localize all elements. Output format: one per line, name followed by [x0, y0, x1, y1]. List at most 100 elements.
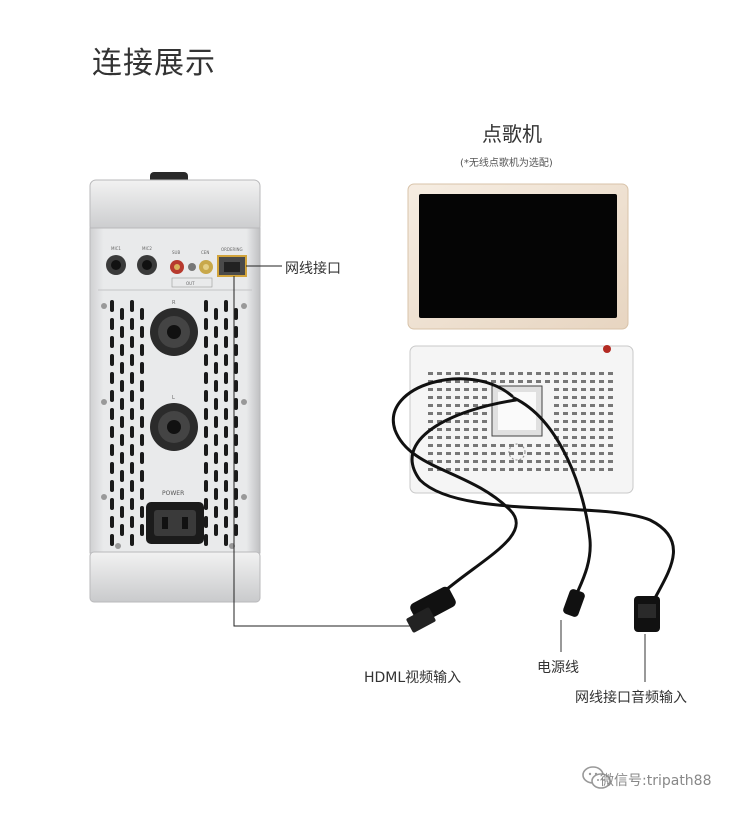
tablet-vent-slot	[464, 420, 469, 423]
vent-slot	[224, 480, 228, 492]
tablet-vent-slot	[608, 428, 613, 431]
vent-slot	[120, 380, 124, 392]
tablet-vent-slot	[590, 412, 595, 415]
vent-slot	[234, 506, 238, 518]
tablet-vent-slot	[581, 412, 586, 415]
tablet-vent-slot	[527, 380, 532, 383]
vent-slot	[140, 362, 144, 374]
tablet-vent-slot	[482, 468, 487, 471]
network-port-label: 网线接口	[285, 261, 341, 277]
tablet-vent-slot	[455, 460, 460, 463]
vent-slot	[204, 336, 208, 348]
vent-slot	[140, 344, 144, 356]
cen-rca-jack	[199, 260, 213, 274]
tablet-vent-slot	[599, 428, 604, 431]
tablet-vent-slot	[608, 436, 613, 439]
tablet-vent-slot	[545, 372, 550, 375]
tablet-vent-slot	[473, 452, 478, 455]
tablet-vent-slot	[473, 460, 478, 463]
tablet-vent-slot	[572, 372, 577, 375]
tablet-vent-slot	[464, 452, 469, 455]
vent-slot	[120, 416, 124, 428]
amplifier-rear-panel: MIC1 MIC2 SUB CEN OUT ORDERING R L POWER	[89, 172, 261, 603]
tablet-vent-slot	[446, 388, 451, 391]
vent-slot	[234, 416, 238, 428]
sub-rca-jack	[170, 260, 184, 274]
tablet-vent-slot	[464, 412, 469, 415]
vent-slot	[224, 462, 228, 474]
vent-slot	[110, 372, 114, 384]
tablet-vent-slot	[608, 444, 613, 447]
vent-slot	[120, 326, 124, 338]
tablet-vent-slot	[554, 444, 559, 447]
tablet-vent-slot	[464, 396, 469, 399]
tablet-vent-slot	[482, 444, 487, 447]
tablet-vent-slot	[428, 372, 433, 375]
tablet-vent-slot	[500, 444, 505, 447]
cables	[391, 377, 675, 600]
speaker-r-label: R	[172, 300, 176, 306]
tablet-vent-slot	[455, 380, 460, 383]
vent-slot	[214, 506, 218, 518]
tablet-vent-slot	[446, 436, 451, 439]
tablet-vent-slot	[608, 460, 613, 463]
vent-slot	[224, 318, 228, 330]
tablet-vent-slot	[572, 380, 577, 383]
tablet-vent-slot	[500, 460, 505, 463]
tablet-vent-slot	[590, 380, 595, 383]
tablet-vent-slot	[608, 412, 613, 415]
tablet-vent-slot	[464, 436, 469, 439]
vent-slot	[224, 408, 228, 420]
tablet-vent-slot	[563, 436, 568, 439]
cen-label: CEN	[201, 250, 209, 255]
vent-slot	[214, 398, 218, 410]
vent-slot	[130, 354, 134, 366]
tablet-vent-slot	[473, 444, 478, 447]
vent-slot	[120, 308, 124, 320]
tablet-vent-slot	[464, 428, 469, 431]
tablet-vent-slot	[428, 436, 433, 439]
tablet-vent-slot	[608, 396, 613, 399]
tablet-vent-slot	[527, 372, 532, 375]
tablet-vent-slot	[545, 452, 550, 455]
vent-slot	[204, 534, 208, 546]
vent-slot	[110, 336, 114, 348]
tablet-screen	[419, 194, 617, 318]
tablet-vent-slot	[599, 444, 604, 447]
speaker-l-label: L	[172, 395, 175, 401]
song-tablet-back	[409, 345, 634, 494]
vent-slot	[140, 470, 144, 482]
vent-slot	[234, 452, 238, 464]
tablet-vent-slot	[572, 412, 577, 415]
vent-slot	[234, 326, 238, 338]
tablet-vent-slot	[608, 404, 613, 407]
tablet-vent-slot	[599, 396, 604, 399]
tablet-vent-slot	[599, 404, 604, 407]
vent-slot	[224, 444, 228, 456]
vent-slot	[110, 498, 114, 510]
power-socket	[146, 502, 204, 544]
tablet-vent-slot	[446, 444, 451, 447]
song-tablet-front	[407, 183, 629, 330]
vent-slot	[110, 408, 114, 420]
vent-slot	[224, 498, 228, 510]
vent-slot	[110, 318, 114, 330]
tablet-vent-slot	[464, 388, 469, 391]
tablet-vent-slot	[581, 460, 586, 463]
tablet-vent-slot	[428, 388, 433, 391]
tablet-vent-slot	[518, 460, 523, 463]
tablet-vent-slot	[590, 420, 595, 423]
vent-slot	[130, 336, 134, 348]
tablet-vent-slot	[572, 404, 577, 407]
tablet-vent-slot	[581, 452, 586, 455]
tablet-vent-slot	[455, 436, 460, 439]
tablet-optional-note: (*无线点歌机为选配)	[460, 158, 553, 169]
tablet-vent-slot	[518, 372, 523, 375]
page-title: 连接展示	[92, 46, 216, 81]
tablet-vent-slot	[473, 404, 478, 407]
hdmi-input-label: HDML视频输入	[364, 670, 462, 686]
vent-slot	[120, 344, 124, 356]
power-connector	[563, 589, 585, 617]
wechat-icon	[582, 766, 611, 789]
